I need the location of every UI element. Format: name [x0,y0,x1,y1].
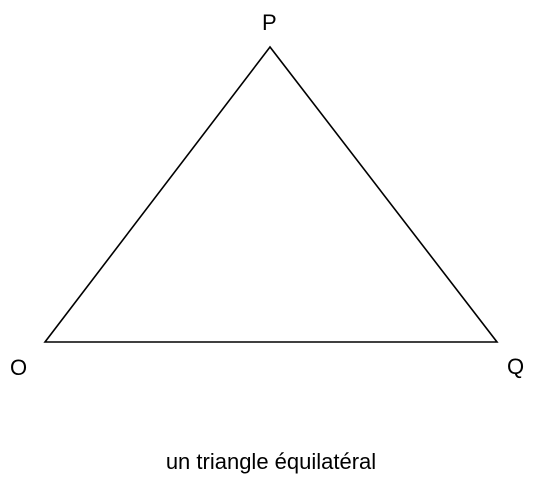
diagram-caption: un triangle équilatéral [165,449,377,474]
vertex-label-o: O [10,355,28,380]
vertex-label-q: Q [507,354,525,379]
vertex-label-p: P [262,10,277,35]
equilateral-triangle [43,45,499,343]
